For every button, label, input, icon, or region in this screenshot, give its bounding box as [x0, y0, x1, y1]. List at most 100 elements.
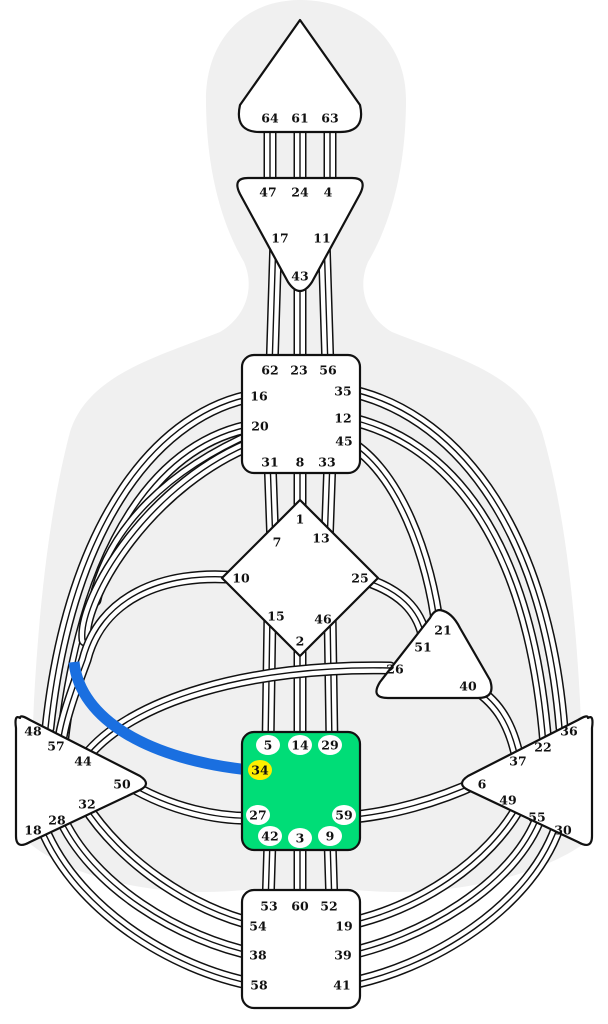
channel-divider	[84, 804, 259, 926]
gate-label: 12	[334, 411, 351, 426]
gate-21: 21	[434, 623, 451, 638]
gate-7: 7	[273, 535, 282, 550]
channel-35-36	[338, 383, 569, 735]
gate-29: 29	[318, 735, 342, 755]
gate-20: 20	[251, 419, 269, 434]
gate-32: 32	[78, 797, 95, 812]
g-center	[220, 498, 380, 658]
gate-label: 14	[291, 738, 309, 753]
channel-26-44	[78, 661, 397, 765]
gate-53: 53	[260, 899, 277, 914]
gate-50: 50	[113, 777, 131, 792]
gate-label: 54	[249, 919, 267, 934]
gate-label: 20	[251, 419, 269, 434]
gate-label: 60	[291, 899, 309, 914]
gate-label: 10	[232, 571, 250, 586]
gate-label: 32	[78, 797, 95, 812]
gate-59: 59	[332, 805, 356, 825]
centers	[14, 18, 594, 1010]
gate-37: 37	[509, 754, 526, 769]
active-channels	[68, 661, 251, 776]
gate-57: 57	[47, 739, 64, 754]
gate-label: 9	[326, 829, 335, 844]
gate-marker	[246, 805, 270, 825]
gate-49: 49	[499, 793, 516, 808]
gate-label: 17	[271, 231, 288, 246]
gate-label: 21	[434, 623, 451, 638]
gate-10: 10	[232, 571, 250, 586]
gate-1: 1	[296, 512, 305, 527]
gate-label: 62	[261, 363, 278, 378]
gate-25: 25	[351, 571, 368, 586]
gate-label: 46	[314, 612, 332, 627]
gate-38: 38	[249, 948, 267, 963]
gate-marker	[288, 735, 312, 755]
gate-13: 13	[312, 531, 329, 546]
gate-label: 57	[47, 739, 64, 754]
gate-47: 47	[259, 185, 276, 200]
gate-52: 52	[320, 899, 337, 914]
gate-marker	[332, 805, 356, 825]
channel-30-41	[335, 813, 567, 992]
channel-28-38	[53, 808, 265, 962]
channel-divider	[39, 819, 259, 986]
gate-24: 24	[291, 185, 309, 200]
gate-label: 31	[261, 455, 278, 470]
gate-62: 62	[261, 363, 278, 378]
gate-23: 23	[290, 363, 307, 378]
gate-marker	[318, 826, 342, 846]
heart-center	[375, 608, 493, 700]
gate-61: 61	[291, 111, 308, 126]
channel-divider	[341, 819, 561, 986]
channel-divider	[344, 417, 547, 746]
gate-label: 45	[335, 434, 352, 449]
gate-label: 48	[24, 724, 42, 739]
gate-label: 22	[534, 740, 551, 755]
channel-18-58	[33, 813, 265, 992]
gate-64: 64	[261, 111, 279, 126]
gate-39: 39	[334, 948, 351, 963]
channel-12-22	[338, 411, 553, 752]
root-center	[240, 888, 362, 1010]
gate-51: 51	[414, 640, 431, 655]
gate-34: 34	[248, 760, 272, 780]
gate-45: 45	[335, 434, 352, 449]
gate-46: 46	[314, 612, 332, 627]
gate-9: 9	[318, 826, 342, 846]
gate-label: 47	[259, 185, 276, 200]
gate-label: 34	[251, 763, 269, 778]
gate-label: 28	[48, 813, 66, 828]
channel-10-57	[53, 570, 247, 752]
gate-6: 6	[478, 777, 487, 792]
channel-divider	[59, 814, 259, 956]
channel-divider	[84, 439, 263, 641]
gate-label: 41	[333, 978, 350, 993]
channel-divider	[84, 667, 391, 759]
gate-label: 36	[560, 724, 578, 739]
channel-46-29	[323, 605, 339, 752]
gate-5: 5	[256, 735, 280, 755]
gate-4: 4	[324, 185, 333, 200]
channel-divider	[329, 611, 333, 746]
gate-17: 17	[271, 231, 288, 246]
gate-label: 8	[296, 455, 305, 470]
gate-60: 60	[291, 899, 309, 914]
gate-label: 13	[312, 531, 329, 546]
gate-22: 22	[534, 740, 551, 755]
gate-2: 2	[296, 634, 305, 649]
gate-label: 6	[478, 777, 487, 792]
gate-label: 42	[261, 829, 278, 844]
sacral-center	[240, 730, 362, 852]
channel-divider	[341, 804, 521, 926]
gate-label: 50	[113, 777, 131, 792]
gate-label: 11	[313, 231, 330, 246]
gate-36: 36	[560, 724, 578, 739]
channel-divider	[341, 814, 541, 956]
gate-label: 56	[319, 363, 337, 378]
gate-43: 43	[291, 269, 308, 284]
channel-divider	[344, 389, 563, 729]
gate-8: 8	[296, 455, 305, 470]
gate-label: 23	[290, 363, 307, 378]
gate-label: 49	[499, 793, 516, 808]
gate-label: 4	[324, 185, 333, 200]
